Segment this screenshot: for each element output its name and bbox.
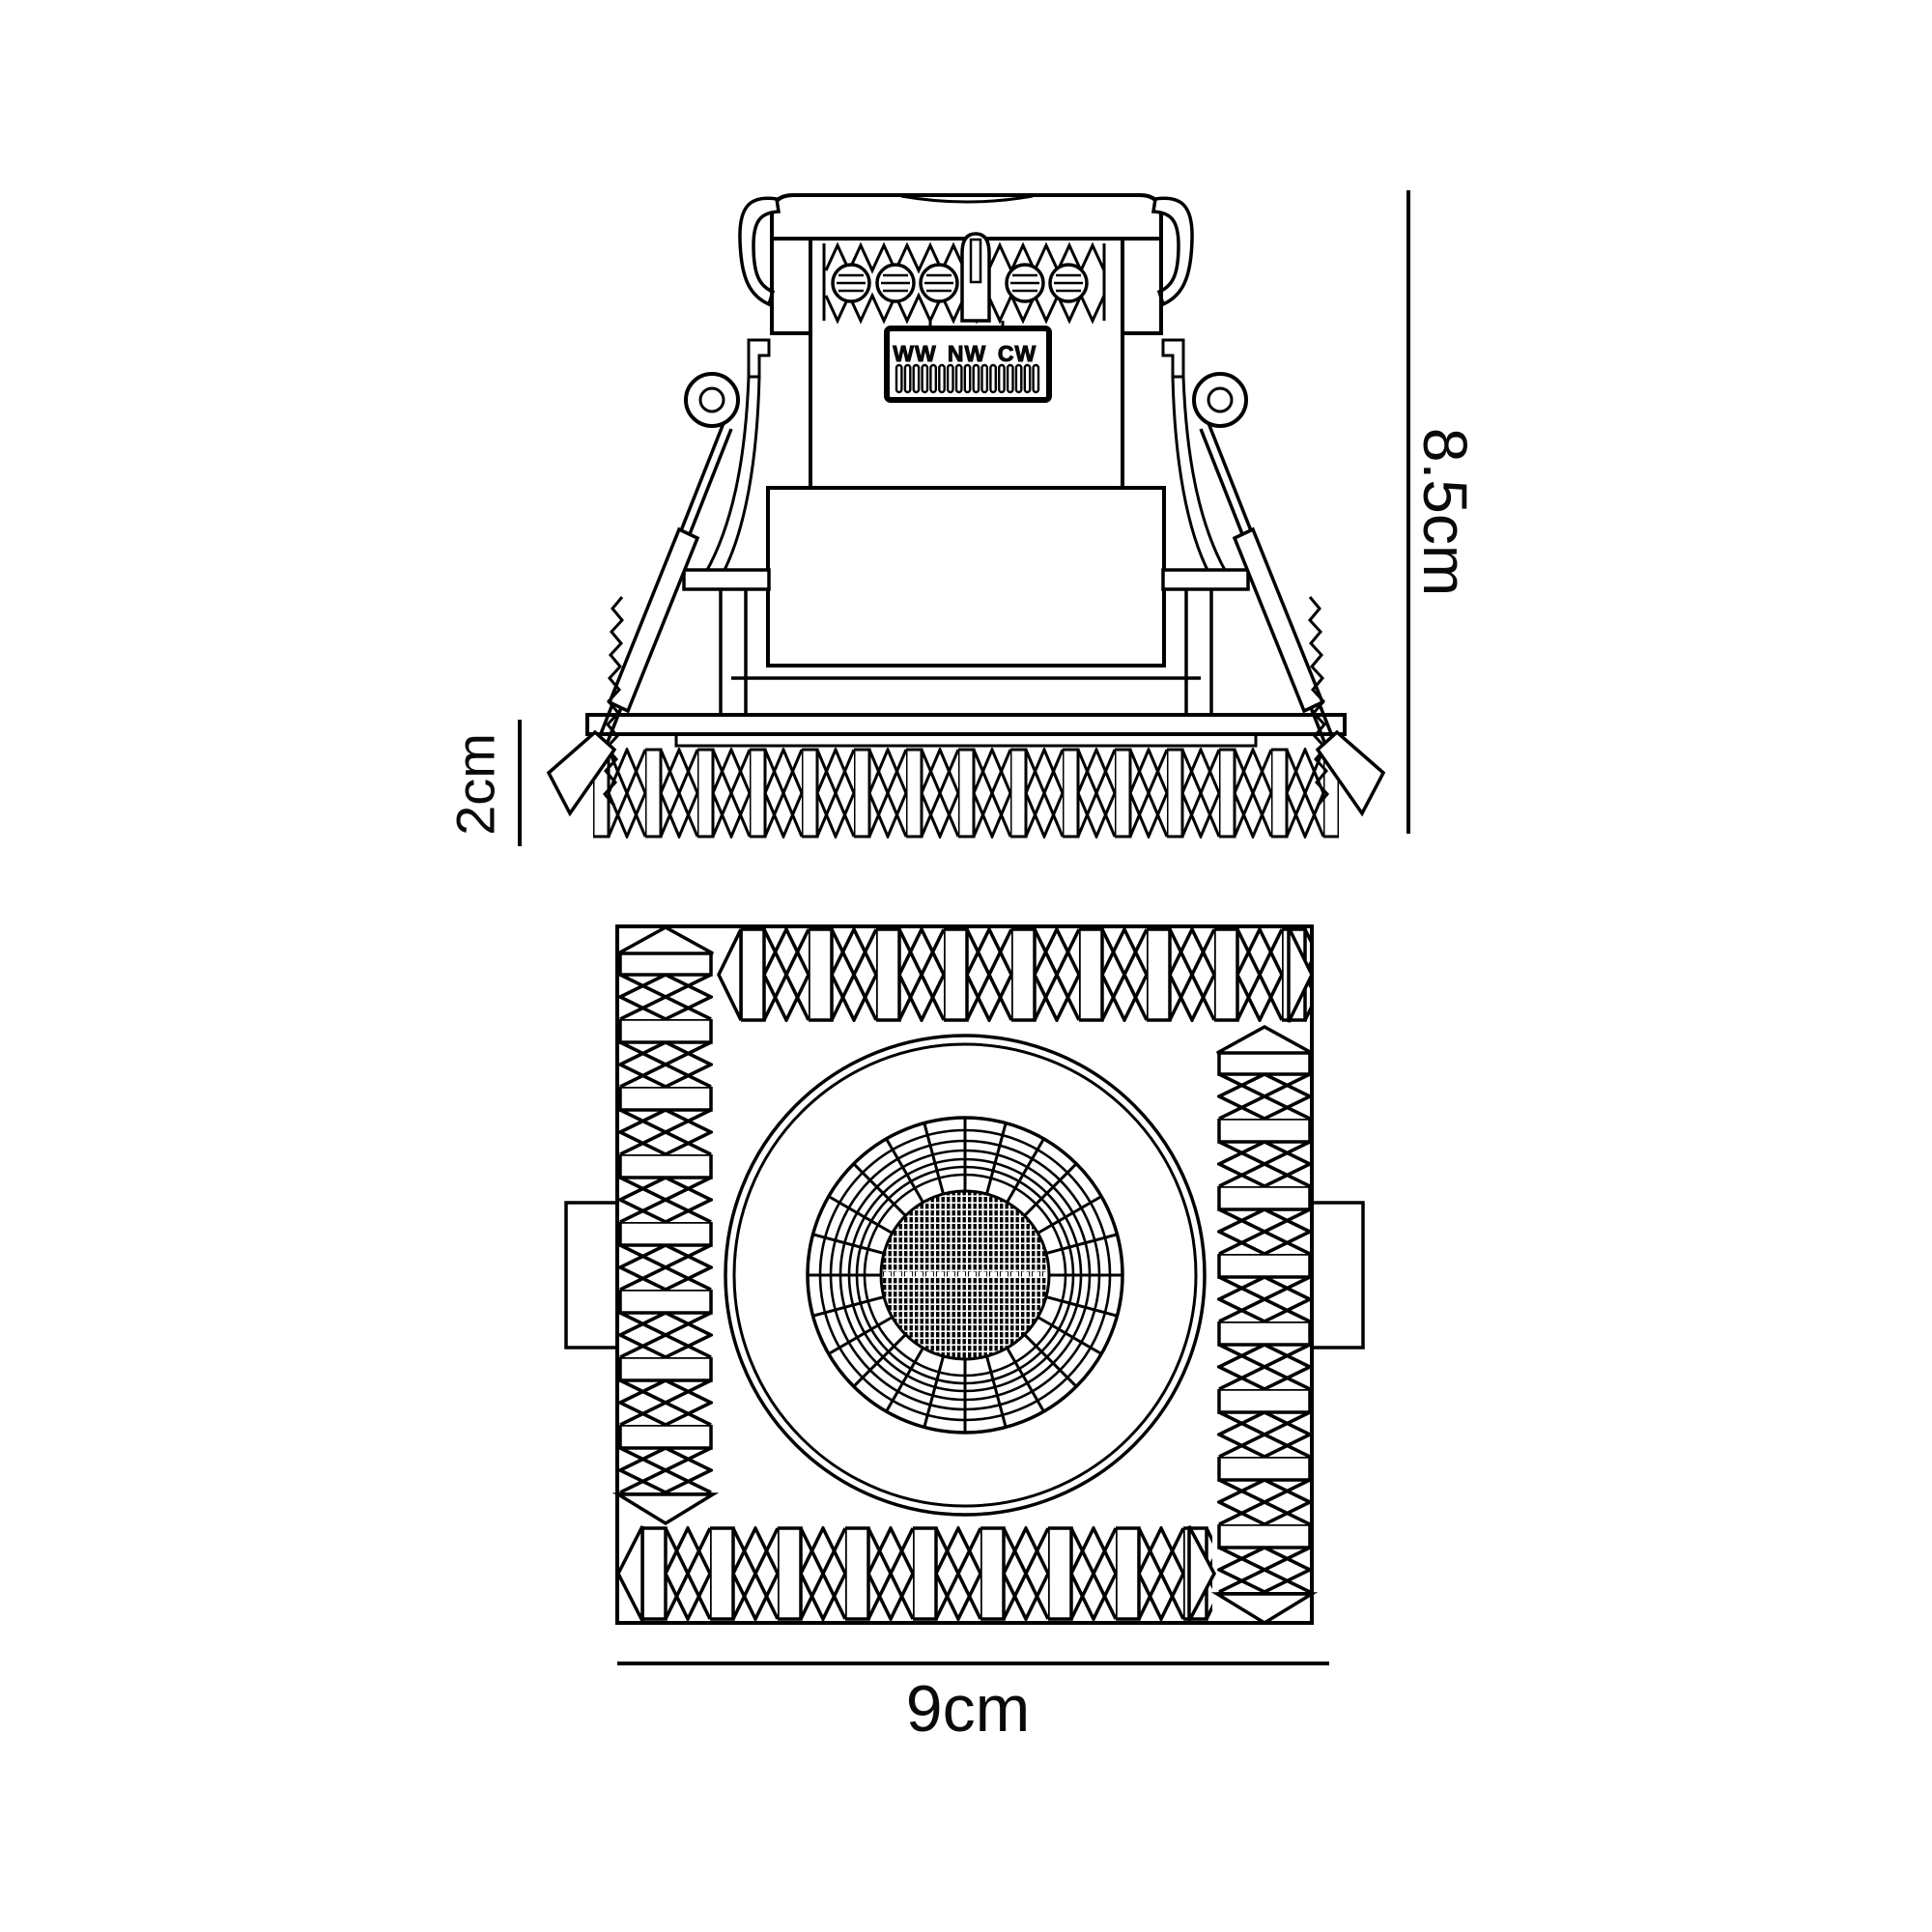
terminal-strip (822, 232, 1106, 328)
dimension-height-label: 8.5cm (1410, 428, 1480, 596)
mounting-bracket-left (682, 338, 771, 715)
crystal-border (611, 925, 1319, 1626)
fixture-tab-right (1310, 1201, 1365, 1350)
cct-selector-label: WW NW CW (884, 326, 1052, 403)
spring-coil-left-icon (684, 372, 740, 428)
crystal-band-bottom (642, 1526, 1212, 1621)
terminal-center-post (960, 232, 991, 323)
spring-clip-left (546, 372, 740, 817)
reflector-grid (806, 1116, 1124, 1435)
lid-hook-right-icon (1151, 196, 1194, 307)
spring-clip-right (1192, 372, 1386, 817)
dimension-width-label: 9cm (906, 1672, 1030, 1746)
clip-foot-left (546, 729, 617, 817)
bottom-view-drawing (564, 924, 1365, 1626)
mounting-bracket-right (1161, 338, 1250, 715)
lid-hook-left-icon (738, 196, 781, 307)
clip-teeth-left (603, 596, 624, 807)
junction-box: WW NW CW (738, 193, 1194, 490)
lamp-body (766, 486, 1166, 668)
terminal-screws (831, 263, 1089, 303)
terminal-label-cw: CW (998, 341, 1037, 366)
clip-blade-left (607, 526, 700, 714)
lid-top-notch (900, 194, 1034, 204)
clip-foot-right (1315, 729, 1386, 817)
trim-opening-outer (724, 1034, 1207, 1517)
crystal-band-top (741, 927, 1311, 1022)
crystal-band-right (1217, 1051, 1312, 1596)
trim-ring (585, 713, 1347, 748)
side-view-drawing: WW NW CW (546, 193, 1386, 838)
dimensions: 8.5cm 2cm 9cm (445, 190, 1480, 1746)
spring-coil-right-icon (1192, 372, 1248, 428)
fixture-tab-left (564, 1201, 619, 1350)
dimension-depth-label: 2cm (445, 733, 506, 836)
junction-box-body (770, 239, 1163, 490)
terminal-label-ww: WW (893, 341, 936, 366)
clip-teeth-right (1308, 596, 1329, 807)
crystal-fringe-side (593, 748, 1339, 838)
cct-dip-slots (895, 363, 1040, 394)
lens-assembly (724, 1034, 1207, 1517)
crystal-band-left (618, 952, 713, 1496)
trim-opening-inner (732, 1042, 1198, 1508)
clip-blade-right (1232, 526, 1325, 714)
terminal-label-nw: NW (948, 341, 986, 366)
